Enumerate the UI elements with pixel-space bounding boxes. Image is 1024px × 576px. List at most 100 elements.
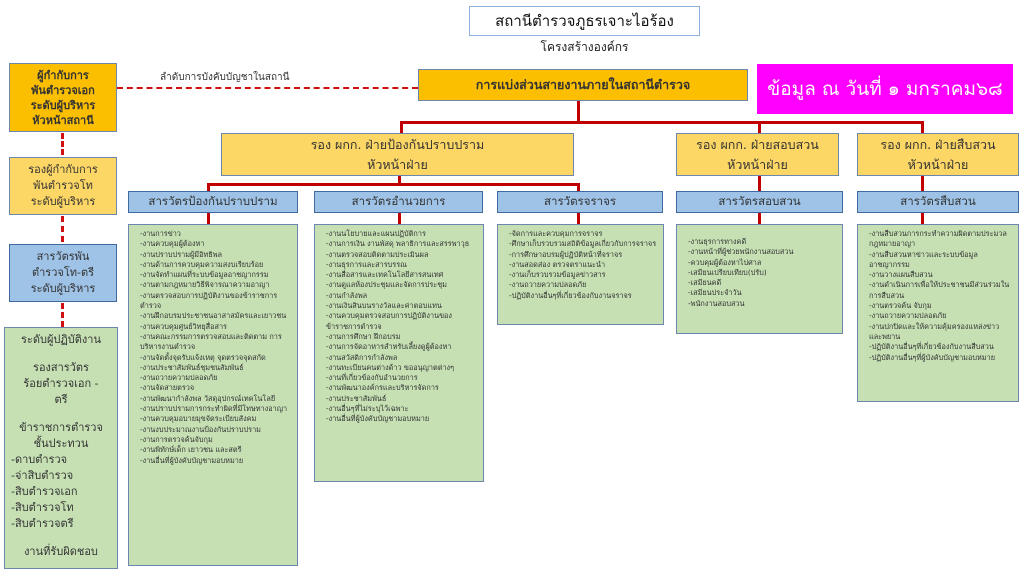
deputy-superintendent-box: รองผู้กำกับการ พันตำรวจโท ระดับผู้บริหาร — [9, 157, 117, 215]
duty-item: -งานพัฒนากำลังพล วัสดุอุปกรณ์เทคโนโลยี — [140, 393, 276, 403]
inspector-box: สารวัตรพัน ตำรวจโท-ตรี ระดับผู้บริหาร — [9, 244, 117, 302]
duty-item: -เสมียนคดี — [688, 278, 722, 288]
duty-item: -งานสื่อสารและเทคโนโลยีสารสนเทศ — [326, 270, 444, 280]
inspector-line: ระดับผู้บริหาร — [30, 282, 96, 295]
duty-item: -งานปราบปรามผู้มีอิทธิพล — [140, 249, 223, 259]
noncom-heading: ชั้นประทวน — [33, 437, 89, 450]
division-detective: สารวัตรสืบสวน — [857, 191, 1019, 213]
duty-item: -งานจัดตั้งจุดรับแจ้งเหตุ จุดตรวจจุดสกัด — [140, 352, 266, 362]
superintendent-line: หัวหน้าสถานี — [32, 113, 94, 127]
duty-item: -งานควบคุมผู้ต้องหา — [140, 239, 205, 249]
duty-item: -งานตรวจสอบการปฏิบัติงานของข้าราชการตำรว… — [140, 290, 278, 311]
operational-heading: ระดับผู้ปฏิบัติงาน — [21, 333, 101, 346]
duty-item: -งานอื่นๆที่ไม่ระบุไว้เฉพาะ — [326, 404, 409, 414]
deputy-prevention-box: รอง ผกก. ฝ่ายป้องกันปราบปราม หัวหน้าฝ่าย — [221, 133, 574, 176]
duty-item: -งานดูแลห้องประชุมและจัดการประชุม — [326, 280, 447, 290]
duty-item: -งานเก็บรวบรวมข้อมูลข่าวสาร — [509, 270, 606, 280]
connector-line — [921, 176, 924, 192]
superintendent-box: ผู้กำกับการ พันตำรวจเอก ระดับผู้บริหาร ห… — [9, 63, 117, 132]
duty-item: -งานการตรวจค้นจับกุม — [140, 434, 213, 444]
connector-line — [758, 121, 761, 134]
duty-item: -งานสวัสดิการกำลังพล — [326, 352, 398, 362]
duty-item: -งานอื่นที่ผู้บังคับบัญชามอบหมาย — [140, 455, 244, 465]
duty-item: -ศึกษาเก็บรวบรวมสถิติข้อมูลเกี่ยวกับการจ… — [509, 239, 657, 249]
duty-item: -จัดการและควบคุมการจราจร — [509, 229, 603, 238]
duty-item: -การศึกษาอบรมผู้ปฏิบัติหน้าที่จราจร — [509, 249, 623, 259]
duty-item: -งานการศึกษา ฝึกอบรม — [326, 331, 401, 341]
duties-administration: -งานนโยบายและแผนปฏิบัติการ-งานการเงิน งา… — [314, 224, 484, 482]
duty-item: -งานสอดส่อง ตรวจตราแนะนำ — [509, 259, 606, 269]
duty-item: -งานถวายความปลอดภัย — [509, 280, 587, 290]
division-traffic: สารวัตรจราจร — [497, 191, 663, 213]
duty-item: -งานตามกฎหมายวิธีพิจารณาความอาญา — [140, 280, 270, 290]
duty-item: -งานธุรการและสารบรรณ — [326, 259, 407, 269]
deputy-title: รอง ผกก. ฝ่ายสืบสวน — [880, 136, 996, 152]
station-title: สถานีตำรวจภูธรเจาะไอร้อง — [469, 6, 700, 36]
division-administration: สารวัตรอำนวยการ — [314, 191, 483, 213]
chain-of-command-label: ลำดับการบังคับบัญชาในสถานี — [160, 72, 290, 83]
connector-line — [207, 183, 210, 192]
duty-item: -ปฏิบัติงานอื่นๆที่เกี่ยวข้องกับงานสืบสว… — [869, 342, 994, 352]
rank-item: -ดาบตำรวจ — [11, 453, 68, 466]
duty-item: -งานธุรการทางคดี — [688, 237, 747, 246]
inspector-line: สารวัตรพัน — [36, 250, 90, 263]
data-date-banner: ข้อมูล ณ วันที่ ๑ มกราคม๖๘ — [757, 64, 1013, 114]
duty-item: -งานพิทักษ์เด็ก เยาวชน และสตรี — [140, 445, 242, 455]
connector-line — [577, 213, 580, 225]
inspector-line: ตำรวจโท-ตรี — [31, 266, 95, 279]
superintendent-line: ผู้กำกับการ — [37, 68, 89, 82]
division-header-box: การแบ่งส่วนสายงานภายในสถานีตำรวจ — [418, 69, 748, 101]
duty-item: -งานทะเบียนคนต่างด้าว ขออนุญาตต่างๆ — [326, 362, 455, 372]
deputy-superintendent-line: รองผู้กำกับการ — [28, 163, 98, 176]
deputy-inspector-line: ตรี — [54, 393, 68, 406]
duty-item: -งานประชาสัมพันธ์ชุมชนสัมพันธ์ — [140, 362, 244, 372]
duty-item: -งานอื่นที่ผู้บังคับบัญชามอบหมาย — [326, 414, 430, 424]
duty-item: -งานที่เกี่ยวข้องกับอำนวยการ — [326, 373, 418, 383]
duty-item: -งานหน้าที่ผู้ช่วยพนักงานสอบสวน — [688, 247, 794, 257]
duty-item: -ปฏิบัติงานอื่นๆที่เกี่ยวข้องกับงานจราจร — [509, 290, 632, 300]
noncom-heading: ข้าราชการตำรวจ — [19, 421, 103, 434]
org-structure-subtitle: โครงสร้างองค์กร — [540, 40, 629, 54]
duty-item: -งานจัดทำแผนที่ระบบข้อมูลอาชญากรรม — [140, 270, 269, 280]
division-investigation: สารวัตรสอบสวน — [676, 191, 843, 213]
rank-item: -สิบตำรวจตรี — [11, 517, 74, 530]
operational-level-box: ระดับผู้ปฏิบัติงาน รองสารวัตร ร้อยตำรวจเ… — [4, 327, 118, 569]
duty-item: -งานจัดสายตรวจ — [140, 383, 195, 393]
rank-item: -จ่าสิบตำรวจ — [11, 469, 74, 482]
chain-of-command-line — [117, 87, 418, 89]
superintendent-line: พันตำรวจเอก — [31, 83, 95, 97]
responsibilities-label: งานที่รับผิดชอบ — [24, 545, 98, 558]
deputy-investigation-box: รอง ผกก. ฝ่ายสอบสวน หัวหน้าฝ่าย — [676, 133, 839, 176]
duty-item: -งานการจัดอาหารสำหรับเลี้ยงดูผู้ต้องหา — [326, 342, 452, 352]
duty-item: -งานถวายความปลอดภัย — [869, 311, 947, 321]
duty-item: -งานตรวจสอบติดตามประเมินผล — [326, 249, 429, 259]
duty-item: -งานควบคุมตรวจสอบการปฏิบัติงานของข้าราชก… — [326, 311, 452, 331]
deputy-title: รอง ผกก. ฝ่ายป้องกันปราบปราม — [310, 136, 485, 152]
connector-line — [577, 183, 580, 192]
duty-item: -พนักงานสอบสวน — [688, 298, 745, 308]
duty-item: -งานดำเนินการเพื่อให้ประชาชนมีส่วนร่วมใน… — [869, 280, 1010, 300]
duty-item: -งานควบคุมอบายมุขจัดระเบียบสังคม — [140, 414, 257, 424]
duties-detective: -งานสืบสวนการกระทำความผิดตามประมวลกฎหมาย… — [857, 224, 1019, 402]
deputy-superintendent-line: ระดับผู้บริหาร — [30, 195, 96, 208]
left-connector — [61, 216, 64, 242]
deputy-sub: หัวหน้าฝ่าย — [367, 156, 428, 172]
duties-investigation: -งานธุรการทางคดี-งานหน้าที่ผู้ช่วยพนักงา… — [676, 224, 843, 334]
duty-item: -งานปราบปรามการกระทำผิดที่มีโทษทางอาญา — [140, 404, 288, 414]
duty-item: -งานการข่าว — [140, 229, 181, 238]
connector-line — [758, 176, 761, 192]
deputy-sub: หัวหน้าฝ่าย — [727, 156, 788, 172]
duty-item: -งานคณะกรรมการตรวจสอบและติดตาม การบริหาร… — [140, 331, 282, 352]
duty-item: -งานตรวจค้น จับกุม — [869, 301, 932, 311]
duty-item: -งานถวายความปลอดภัย — [140, 373, 218, 383]
duty-item: -งานด้านการควบคุมความสงบเรียบร้อย — [140, 259, 264, 269]
connector-line — [400, 121, 923, 124]
left-connector — [61, 303, 64, 327]
duties-traffic: -จัดการและควบคุมการจราจร-ศึกษาเก็บรวบรวม… — [497, 224, 664, 325]
duty-item: -งานการเงิน งานพัสดุ พลาธิการและสรรพาวุธ — [326, 239, 470, 249]
duty-item: -งานสืบสวนการกระทำความผิดตามประมวลกฎหมาย… — [869, 229, 1007, 249]
deputy-inspector-line: ร้อยตำรวจเอก - — [23, 377, 99, 390]
rank-item: -สิบตำรวจโท — [11, 501, 74, 514]
duty-item: -งานสืบสวนหาข่าวและระบบข้อมูลอาชญากรรม — [869, 249, 978, 269]
deputy-inspector-line: รองสารวัตร — [33, 361, 89, 374]
